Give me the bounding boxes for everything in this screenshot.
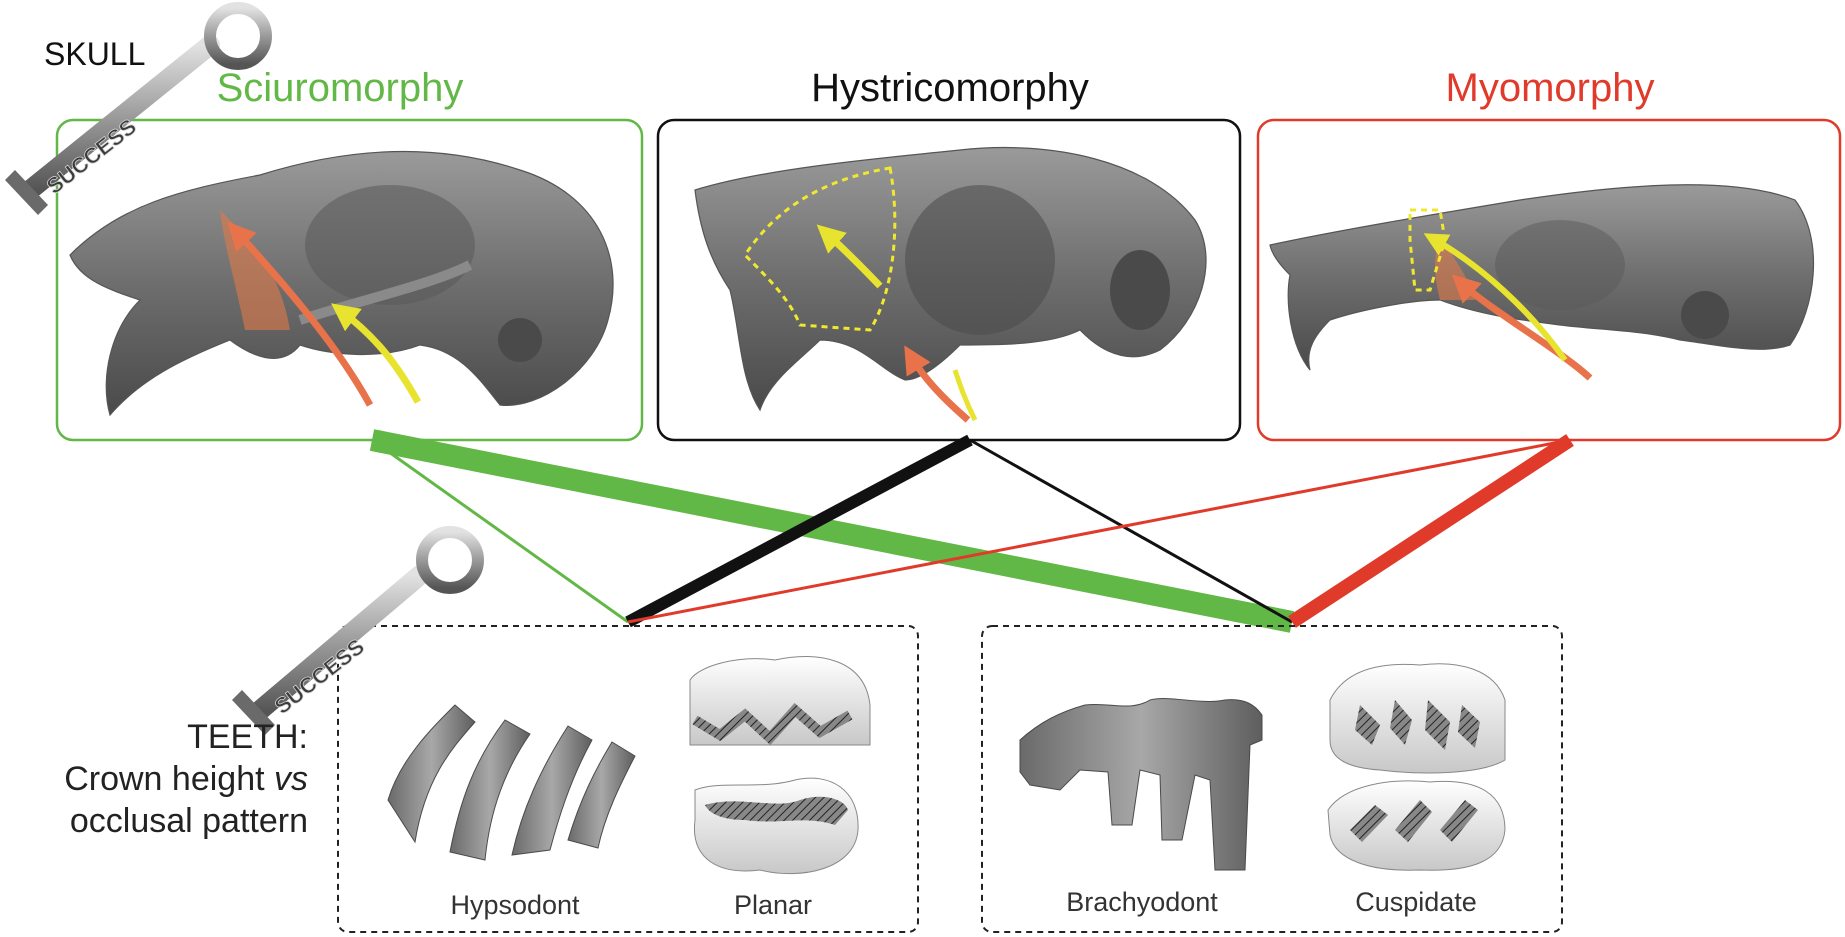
teeth-label-line3: occlusal pattern (18, 800, 308, 842)
myomorph-skull (1270, 185, 1814, 378)
hypsodont-caption: Hypsodont (415, 892, 615, 919)
myomorphy-title: Myomorphy (1340, 68, 1760, 108)
planar-caption: Planar (673, 892, 873, 919)
line-hystrico-hypsoplanar (628, 440, 970, 622)
cuspidate-caption: Cuspidate (1316, 889, 1516, 916)
teeth-label: TEETH: Crown height vs occlusal pattern (18, 716, 308, 842)
teeth-label-vs: vs (274, 760, 308, 798)
line-sciuro-brachycusp (372, 440, 1292, 622)
teeth-label-line2: Crown height vs (18, 758, 308, 800)
sciuromorph-skull (70, 151, 613, 415)
brachyodont-caption: Brachyodont (1042, 889, 1242, 916)
brachyodont-teeth (1020, 699, 1262, 870)
teeth-label-line2-text: Crown height (64, 760, 274, 798)
success-key-teeth-icon: SUCCESS (232, 532, 478, 735)
hystricomorphy-title: Hystricomorphy (740, 68, 1160, 108)
connection-lines (372, 440, 1570, 622)
planar-teeth (690, 656, 870, 873)
teeth-label-line1: TEETH: (18, 716, 308, 758)
cuspidate-teeth (1328, 664, 1505, 870)
hystricomorph-skull (695, 148, 1206, 420)
skull-label: SKULL (44, 38, 145, 70)
sciuromorphy-title: Sciuromorphy (130, 68, 550, 108)
success-key-teeth-text: SUCCESS (270, 634, 369, 719)
hypsodont-teeth (388, 705, 635, 860)
